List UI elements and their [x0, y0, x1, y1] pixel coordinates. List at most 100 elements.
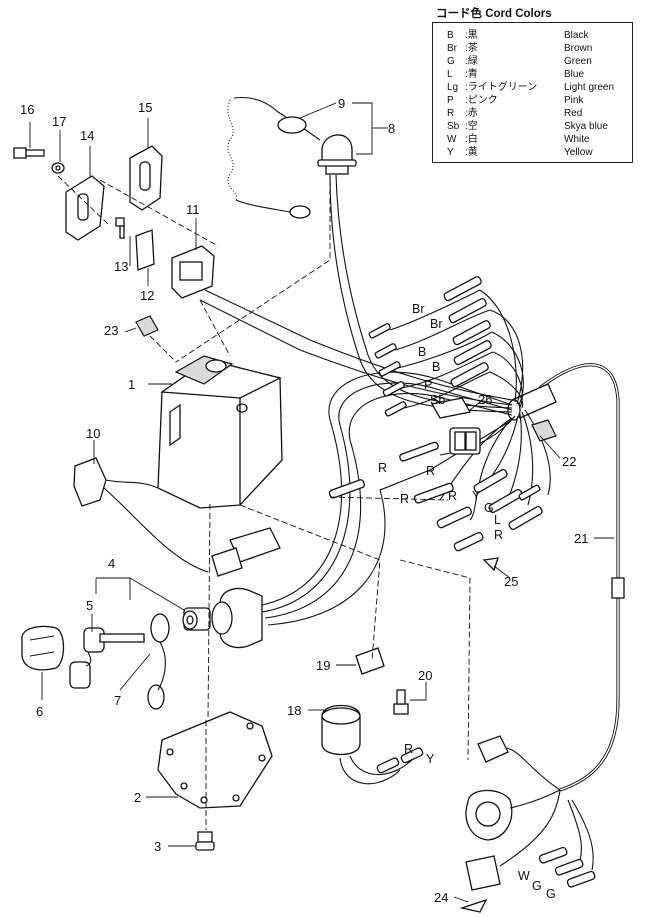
- harness-clamp-band: [611, 577, 625, 599]
- wire-clip: [482, 557, 499, 572]
- mounting-bolt: [195, 831, 215, 851]
- trim-switch-connector: [73, 457, 209, 573]
- legend-row-black: B :黒 Black: [433, 29, 633, 42]
- wire-label-p: P: [424, 378, 432, 392]
- callout-26: 26: [478, 392, 492, 407]
- callout-21: 21: [574, 531, 588, 546]
- legend-row-pink: P :ピンク Pink: [433, 94, 633, 107]
- legend-code: G: [447, 56, 455, 67]
- key-set: [69, 627, 145, 689]
- callout-23: 23: [104, 323, 118, 338]
- wire-label-b: B: [432, 360, 440, 374]
- small-screw: [115, 217, 125, 239]
- coupler-connector: [430, 397, 481, 455]
- legend-code: Br: [447, 43, 457, 54]
- legend-row-sky-blue: Sb :空 Skya blue: [433, 120, 633, 133]
- buzzer-bracket: [355, 647, 385, 675]
- wire-label-b: B: [418, 345, 426, 359]
- cord-color-legend: B :黒 Black Br :茶 Brown G :緑 Green L :青 B…: [432, 22, 633, 163]
- wire-label-g: G: [484, 501, 494, 515]
- switch-clip: [135, 229, 155, 271]
- callout-16: 16: [20, 102, 34, 117]
- legend-jp: :ピンク: [465, 95, 498, 106]
- callout-numbers: 1 2 3 4 5 6 7 8 9 10 11 12 13 14 15 16 1…: [20, 96, 588, 905]
- wire-label-w: W: [518, 869, 530, 883]
- legend-row-yellow: Y :黄 Yellow: [433, 146, 633, 159]
- legend-jp: :赤: [465, 108, 478, 119]
- bullet-connectors-upper: [368, 276, 492, 417]
- legend-code: Lg: [447, 82, 459, 93]
- legend-code: B: [447, 30, 454, 41]
- wire-label-br: Br: [412, 302, 425, 316]
- wire-label-br: Br: [430, 317, 443, 331]
- callout-5: 5: [86, 598, 93, 613]
- legend-row-green: G :緑 Green: [433, 55, 633, 68]
- switch-bracket: [65, 175, 105, 241]
- legend-row-blue: L :青 Blue: [433, 68, 633, 81]
- legend-en: Blue: [564, 69, 585, 80]
- legend-jp: :緑: [465, 56, 478, 67]
- wire-label-y: Y: [426, 752, 435, 766]
- legend-jp: :空: [465, 121, 478, 132]
- callout-12: 12: [140, 288, 154, 303]
- legend-jp: :茶: [465, 43, 478, 54]
- legend-jp: :白: [465, 134, 478, 145]
- callout-2: 2: [134, 790, 141, 805]
- legend-code: R: [447, 108, 455, 119]
- lanyard-hook: [289, 205, 311, 219]
- legend-en: Light green: [564, 82, 615, 93]
- switch-cap: [147, 613, 170, 710]
- legend-en: Green: [564, 56, 592, 67]
- bracket-washer: [51, 162, 65, 174]
- callout-17: 17: [52, 114, 66, 129]
- mounting-plate: [157, 711, 273, 809]
- callout-4: 4: [108, 556, 115, 571]
- callout-9: 9: [338, 96, 345, 111]
- callout-20: 20: [418, 668, 432, 683]
- wire-label-y: Y: [472, 489, 481, 503]
- harness-clip: [459, 898, 488, 913]
- legend-en: Brown: [564, 43, 593, 54]
- bullet-connectors-lower: [328, 441, 543, 552]
- legend-row-white: W :白 White: [433, 133, 633, 146]
- callout-25: 25: [504, 574, 518, 589]
- bracket-screw: [13, 147, 45, 159]
- legend-row-red: R :赤 Red: [433, 107, 633, 120]
- callout-22: 22: [562, 454, 576, 469]
- wire-label-r: R: [494, 528, 503, 542]
- callout-15: 15: [138, 100, 152, 115]
- lanyard-clip: [277, 116, 307, 134]
- pin-leads-upper: [389, 289, 524, 409]
- wire-label-l: L: [494, 513, 501, 527]
- wire-color-labels: Br Br B B P Sb R R R R Y G L R R Y W G G: [378, 302, 556, 901]
- assembly-guide-lines: [57, 175, 471, 830]
- callout-8: 8: [388, 121, 395, 136]
- bracket-cover: [129, 145, 163, 211]
- warning-buzzer: [321, 704, 424, 785]
- neutral-switch: [171, 245, 215, 299]
- wire-label-r: R: [378, 461, 387, 475]
- connector-block: [211, 527, 281, 577]
- engine-stop-switch: [317, 134, 357, 175]
- remote-control-box: [157, 355, 283, 509]
- key-cover: [21, 625, 65, 671]
- legend-jp: :ライトグリーン: [465, 82, 538, 93]
- legend-code: L: [447, 69, 453, 80]
- wire-label-sb: Sb: [430, 393, 445, 407]
- callout-6: 6: [36, 704, 43, 719]
- label-plate: [135, 315, 159, 337]
- legend-jp: :青: [465, 69, 478, 80]
- callout-1: 1: [128, 377, 135, 392]
- wire-label-g: G: [532, 879, 542, 893]
- callout-18: 18: [287, 703, 301, 718]
- bracket-bolt: [393, 689, 409, 715]
- wire-label-r: R: [426, 464, 435, 478]
- cushion-pad: [531, 419, 557, 442]
- legend-jp: :黒: [465, 30, 478, 41]
- legend-en: Red: [564, 108, 583, 119]
- callout-11: 11: [186, 202, 200, 217]
- legend-jp: :黄: [465, 147, 478, 158]
- callout-13: 13: [114, 259, 128, 274]
- legend-en: White: [564, 134, 590, 145]
